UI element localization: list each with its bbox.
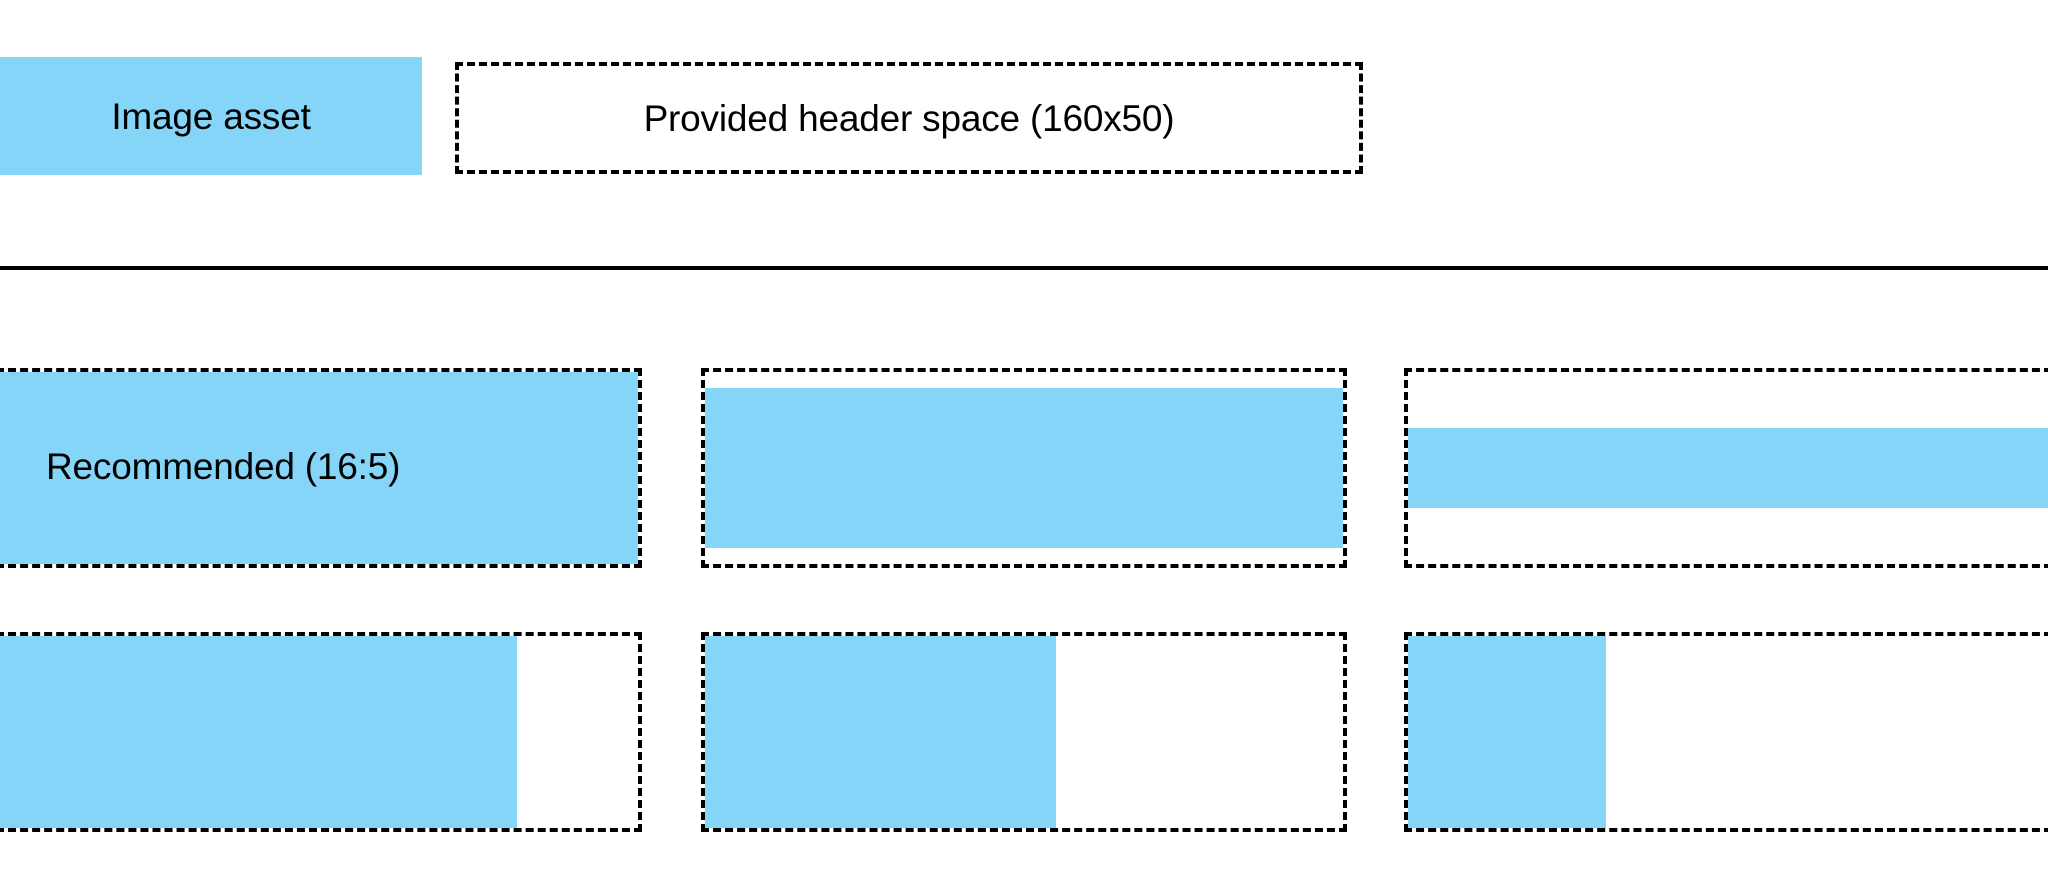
header-band: Image asset Provided header space (160x5… bbox=[0, 0, 2048, 268]
recommended-caption: Recommended (16:5) bbox=[46, 446, 401, 487]
ratio-cell-recommended: Recommended (16:5) bbox=[0, 368, 642, 568]
image-asset-swatch: Image asset bbox=[0, 57, 422, 175]
ratio-fill-widest-fit bbox=[1408, 428, 2048, 508]
ratio-cell-taller-fit bbox=[701, 368, 1347, 568]
ratio-cell-widest-fit bbox=[1404, 368, 2048, 568]
image-asset-label: Image asset bbox=[111, 95, 311, 137]
section-divider bbox=[0, 266, 2048, 270]
ratio-cell-narrow-fill bbox=[1404, 632, 2048, 832]
ratio-fill-taller-fit bbox=[705, 388, 1343, 548]
ratio-fill-narrow bbox=[1408, 636, 1607, 828]
provided-header-space-box: Provided header space (160x50) bbox=[455, 62, 1363, 174]
provided-header-space-label: Provided header space (160x50) bbox=[643, 97, 1175, 139]
ratio-cell-medium-fill bbox=[701, 632, 1347, 832]
ratio-cell-wide-fill bbox=[0, 632, 642, 832]
ratio-fill-wide bbox=[0, 636, 517, 828]
ratio-fill-medium bbox=[705, 636, 1056, 828]
ratio-fill-recommended bbox=[0, 372, 638, 564]
